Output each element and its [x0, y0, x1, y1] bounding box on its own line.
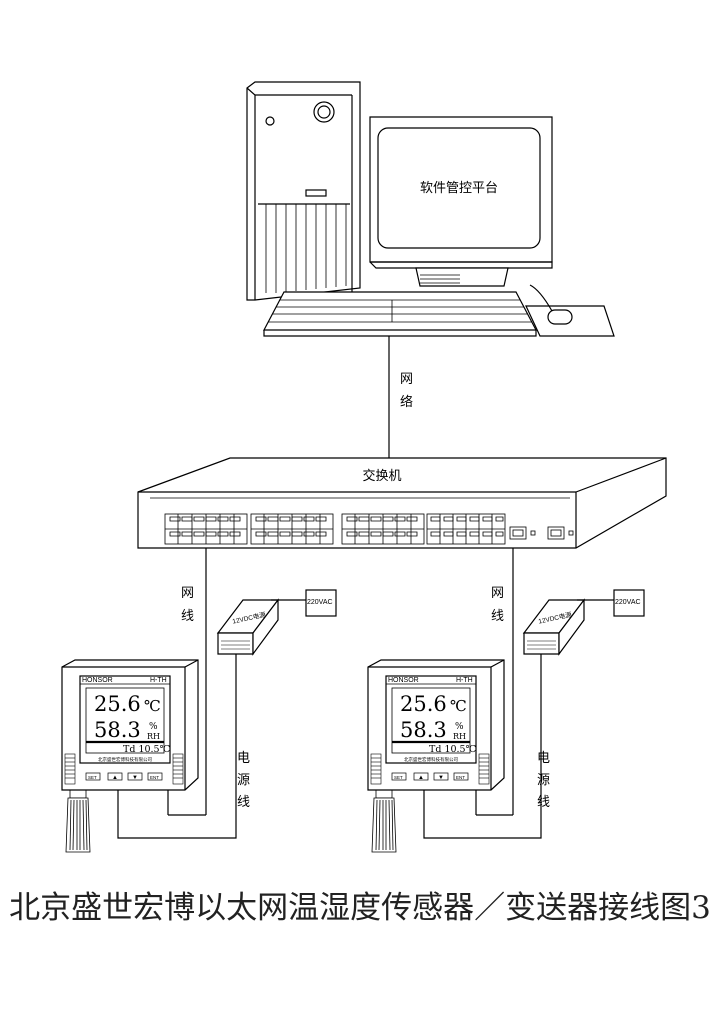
right-hum-unit-top: %: [455, 722, 464, 732]
left-dew: Td 10.5℃: [123, 744, 171, 755]
right-branch: 网 线 12VDC电源 220VAC 电 源 线 HONSOR H-: [367, 548, 645, 853]
right-company: 北京盛世宏博科技有限公司: [404, 756, 458, 763]
left-btn-ent: [147, 772, 163, 781]
right-temp-unit: ℃: [450, 697, 467, 715]
switch-ports: [164, 513, 574, 545]
left-model: H-TH: [150, 677, 167, 684]
left-btn-ent-label: ENT: [150, 775, 159, 780]
left-branch: 网 线 12VDC电源 220VAC 电 源 线: [61, 548, 337, 853]
right-ac-label: 220VAC: [615, 599, 641, 606]
right-brand: HONSOR: [388, 677, 419, 684]
right-dew: Td 10.5℃: [429, 744, 477, 755]
left-temp-unit: ℃: [144, 697, 161, 715]
right-btn-up: [413, 772, 429, 781]
right-cable-wire-char-2: 线: [491, 609, 504, 624]
right-hum-unit-bottom: RH: [453, 732, 466, 741]
right-btn-up-label: ▲: [418, 775, 424, 781]
switch-label: 交换机: [362, 468, 401, 484]
left-cable-power-char-1: 电: [237, 751, 250, 766]
left-btn-set-label: SET: [88, 775, 97, 780]
right-vents: [370, 753, 490, 785]
right-cable-power-char-1: 电: [537, 751, 550, 766]
left-cable-wire-char-2: 线: [181, 609, 194, 624]
cable-network-char-1: 网: [400, 372, 413, 387]
right-sensor: HONSOR H-TH 25.6 ℃ 58.3 % RH Td 10.5℃ 北京…: [367, 659, 505, 853]
cable-network-char-2: 络: [400, 394, 413, 410]
left-cable-wire-char-1: 网: [181, 586, 194, 601]
left-btn-down-label: ▼: [132, 775, 138, 781]
keyboard: [263, 291, 537, 337]
computer-tower: [246, 81, 361, 301]
right-humidity: 58.3: [400, 718, 447, 742]
right-cable-power-char-3: 线: [537, 795, 550, 810]
right-btn-set-label: SET: [394, 775, 403, 780]
port-bank-3: [341, 513, 425, 545]
left-ac-box: [305, 589, 337, 617]
right-cable-power-char-2: 源: [537, 773, 550, 788]
left-ac-label: 220VAC: [307, 599, 333, 606]
left-btn-set: [85, 772, 101, 781]
left-brand: HONSOR: [82, 677, 113, 684]
left-cable-power-char-3: 线: [237, 795, 250, 810]
left-vents: [64, 753, 184, 785]
left-hum-unit-top: %: [149, 722, 158, 732]
right-btn-ent: [453, 772, 469, 781]
right-probe: [371, 789, 397, 853]
right-cable-wire-char-1: 网: [491, 586, 504, 601]
port-bank-1: [164, 513, 248, 545]
left-probe: [65, 789, 91, 853]
right-btn-down-label: ▼: [438, 775, 444, 781]
left-company: 北京盛世宏博科技有限公司: [98, 756, 152, 763]
left-temp: 25.6: [94, 692, 141, 716]
monitor: 软件管控平台: [369, 116, 553, 287]
right-ac-box: [613, 589, 645, 617]
left-btn-up-label: ▲: [112, 775, 118, 781]
left-hum-unit-bottom: RH: [147, 732, 160, 741]
left-power-supply: 12VDC电源: [216, 598, 280, 656]
right-btn-down: [433, 772, 449, 781]
left-humidity: 58.3: [94, 718, 141, 742]
diagram-caption: 北京盛世宏博以太网温湿度传感器／变送器接线图3: [9, 890, 711, 926]
left-sensor: HONSOR H-TH 25.6 ℃ 58.3 % RH Td 10.5℃ 北京…: [61, 659, 199, 853]
port-bank-2: [250, 513, 334, 545]
port-bank-4: [426, 513, 506, 545]
left-btn-down: [127, 772, 143, 781]
tower-vents: [265, 204, 347, 293]
network-switch: 交换机: [137, 457, 667, 549]
mouse: [525, 284, 615, 337]
right-temp: 25.6: [400, 692, 447, 716]
right-power-supply: 12VDC电源: [522, 598, 586, 656]
right-btn-set: [391, 772, 407, 781]
uplink-port-2: [547, 526, 565, 540]
right-model: H-TH: [456, 677, 473, 684]
left-btn-up: [107, 772, 123, 781]
monitor-label: 软件管控平台: [420, 181, 498, 196]
uplink-port-1: [509, 526, 527, 540]
left-cable-power-char-2: 源: [237, 773, 250, 788]
right-btn-ent-label: ENT: [456, 775, 465, 780]
